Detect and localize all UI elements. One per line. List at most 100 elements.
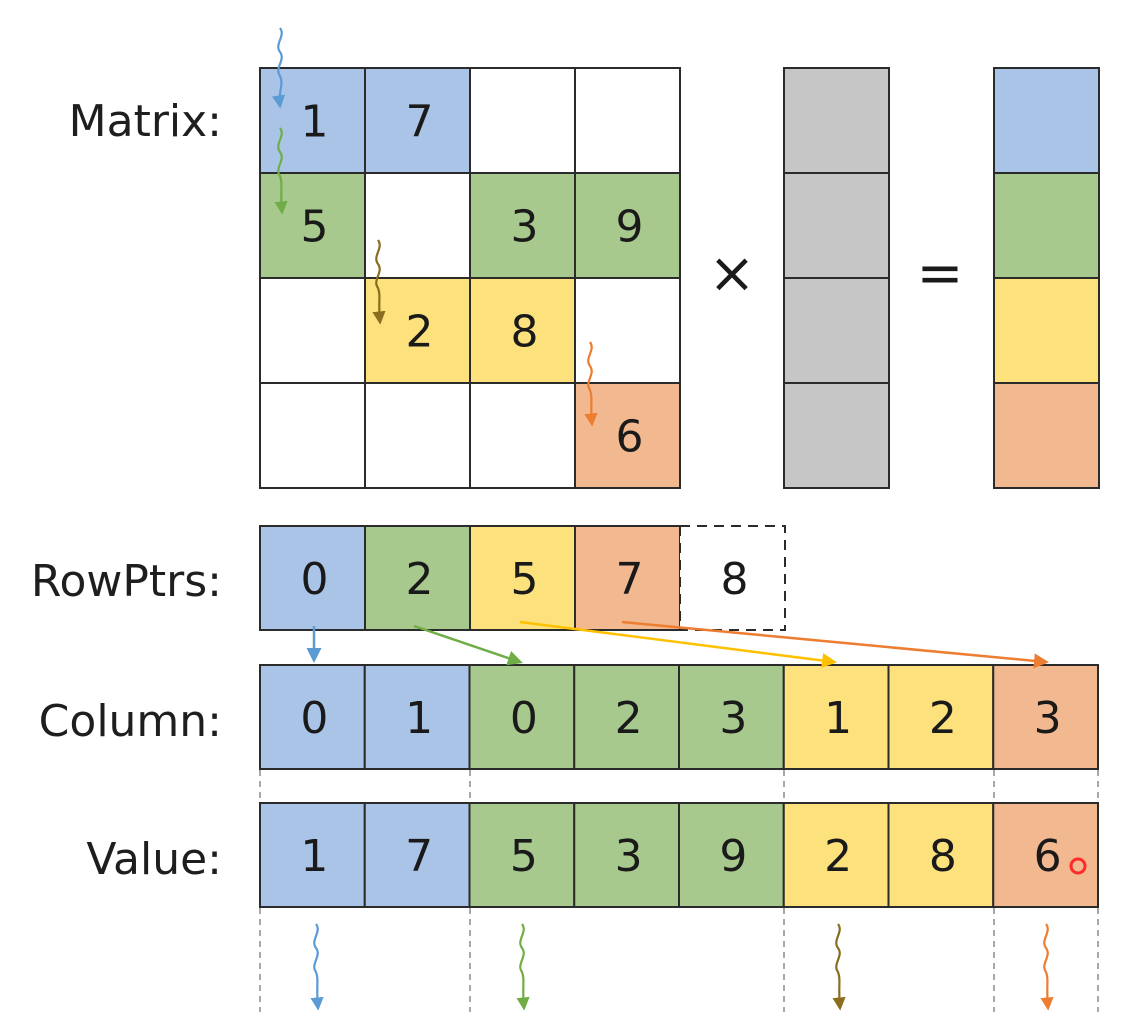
- rowptr-cell-box: [259, 525, 366, 631]
- column-cell: 0: [468, 664, 576, 770]
- value-cell-text: 5: [510, 831, 538, 882]
- column-cell-text: 1: [824, 693, 852, 744]
- value-cell: 2: [782, 802, 890, 908]
- matrix-cell: [364, 172, 471, 279]
- value-cell-box: [992, 802, 1099, 908]
- vector-cell-box: [783, 382, 890, 489]
- rowptr-cell: 7: [574, 525, 681, 631]
- value-label: Value:: [86, 834, 222, 885]
- value-cell-text: 8: [929, 831, 957, 882]
- matrix-cell: 2: [364, 277, 471, 384]
- cursor-marker: [1069, 857, 1087, 875]
- result-cell: [993, 67, 1100, 174]
- value-cell-box: [887, 802, 995, 908]
- result-cell: [993, 277, 1100, 384]
- matrix-cell-text: 5: [301, 202, 329, 253]
- rowptr-arrows: [306, 620, 1049, 669]
- vector-cell: [783, 277, 890, 384]
- rowptr-cell-box: [679, 525, 786, 631]
- matrix-cell: 3: [469, 172, 576, 279]
- thread-arrow-row0: [271, 27, 286, 109]
- column-cell-box: [992, 664, 1099, 770]
- column-cell-box: [363, 664, 471, 770]
- matrix-cell-text: 8: [511, 307, 539, 358]
- value-cell-text: 3: [615, 831, 643, 882]
- thread-arrow-bottom-orange: [1040, 923, 1054, 1011]
- matrix-cell: [364, 382, 471, 489]
- column-cell-box: [573, 664, 680, 770]
- matrix-cell-box: [364, 172, 471, 279]
- value-cell: 5: [468, 802, 576, 908]
- matrix-cell-text: 3: [511, 202, 539, 253]
- matrix-cell-text: 2: [406, 307, 434, 358]
- column-cell: 3: [992, 664, 1099, 770]
- value-cell-box: [468, 802, 576, 908]
- column-cell: 0: [259, 664, 366, 770]
- value-cell: 7: [363, 802, 471, 908]
- matrix-cell: [469, 382, 576, 489]
- thread-arrow-bottom-blue: [310, 923, 324, 1011]
- rowptr-arrow-green: [413, 624, 523, 666]
- times-operator: ×: [709, 241, 756, 306]
- vector-cell: [783, 172, 890, 279]
- rowptr-cell-box: [574, 525, 681, 631]
- rowptr-cell: 0: [259, 525, 366, 631]
- matrix-cell-box: [469, 382, 576, 489]
- rowptr-cell: 8: [679, 525, 786, 631]
- matrix-cell: 6: [574, 382, 681, 489]
- result-cell-box: [993, 382, 1100, 489]
- value-cell: 9: [678, 802, 785, 908]
- column-cell-text: 2: [615, 693, 643, 744]
- column-label: Column:: [39, 696, 222, 747]
- vector-cell-box: [783, 172, 890, 279]
- column-cell: 3: [678, 664, 785, 770]
- matrix-cell-box: [574, 277, 681, 384]
- vector-cell: [783, 382, 890, 489]
- thread-arrow-row2: [372, 239, 386, 325]
- column-cell-box: [887, 664, 995, 770]
- result-cell-box: [993, 277, 1100, 384]
- value-cell: 6: [992, 802, 1099, 908]
- matrix-cell: 9: [574, 172, 681, 279]
- matrix-cell-box: [469, 67, 576, 174]
- thread-arrow-row3: [584, 341, 598, 427]
- matrix-cell-box: [364, 382, 471, 489]
- value-cell: 8: [887, 802, 995, 908]
- rowptr-cell-text: 2: [406, 554, 434, 605]
- vector-cell-box: [783, 67, 890, 174]
- matrix-cell-box: [574, 382, 681, 489]
- column-cell-box: [678, 664, 785, 770]
- thread-arrow-row1: [274, 127, 288, 215]
- column-cell: 2: [573, 664, 680, 770]
- matrix-cell: [469, 67, 576, 174]
- value-cell-text: 2: [824, 831, 852, 882]
- dense-vector-column: [783, 67, 890, 489]
- column-cell-text: 2: [929, 693, 957, 744]
- matrix-cell: [259, 382, 366, 489]
- rowptr-cell-box: [364, 525, 471, 631]
- rowptr-arrow-yellow: [519, 620, 837, 668]
- matrix-cell-box: [574, 67, 681, 174]
- value-cell-text: 9: [719, 831, 747, 882]
- thread-arrow-bottom-green: [516, 923, 530, 1011]
- column-cell: 2: [887, 664, 995, 770]
- result-cell: [993, 172, 1100, 279]
- vector-cell: [783, 67, 890, 174]
- column-cell-text: 1: [405, 693, 433, 744]
- value-cell-box: [573, 802, 680, 908]
- matrix-cell-box: [259, 277, 366, 384]
- value-cell: 1: [259, 802, 366, 908]
- value-cell-text: 7: [405, 831, 433, 882]
- vector-cell-box: [783, 277, 890, 384]
- rowptr-cell-box: [469, 525, 576, 631]
- matrix-cell-text: 7: [406, 97, 434, 148]
- rowptr-arrow-orange: [621, 620, 1049, 669]
- segment-separators: [259, 770, 1099, 1012]
- matrix-cell: 8: [469, 277, 576, 384]
- value-cell-box: [363, 802, 471, 908]
